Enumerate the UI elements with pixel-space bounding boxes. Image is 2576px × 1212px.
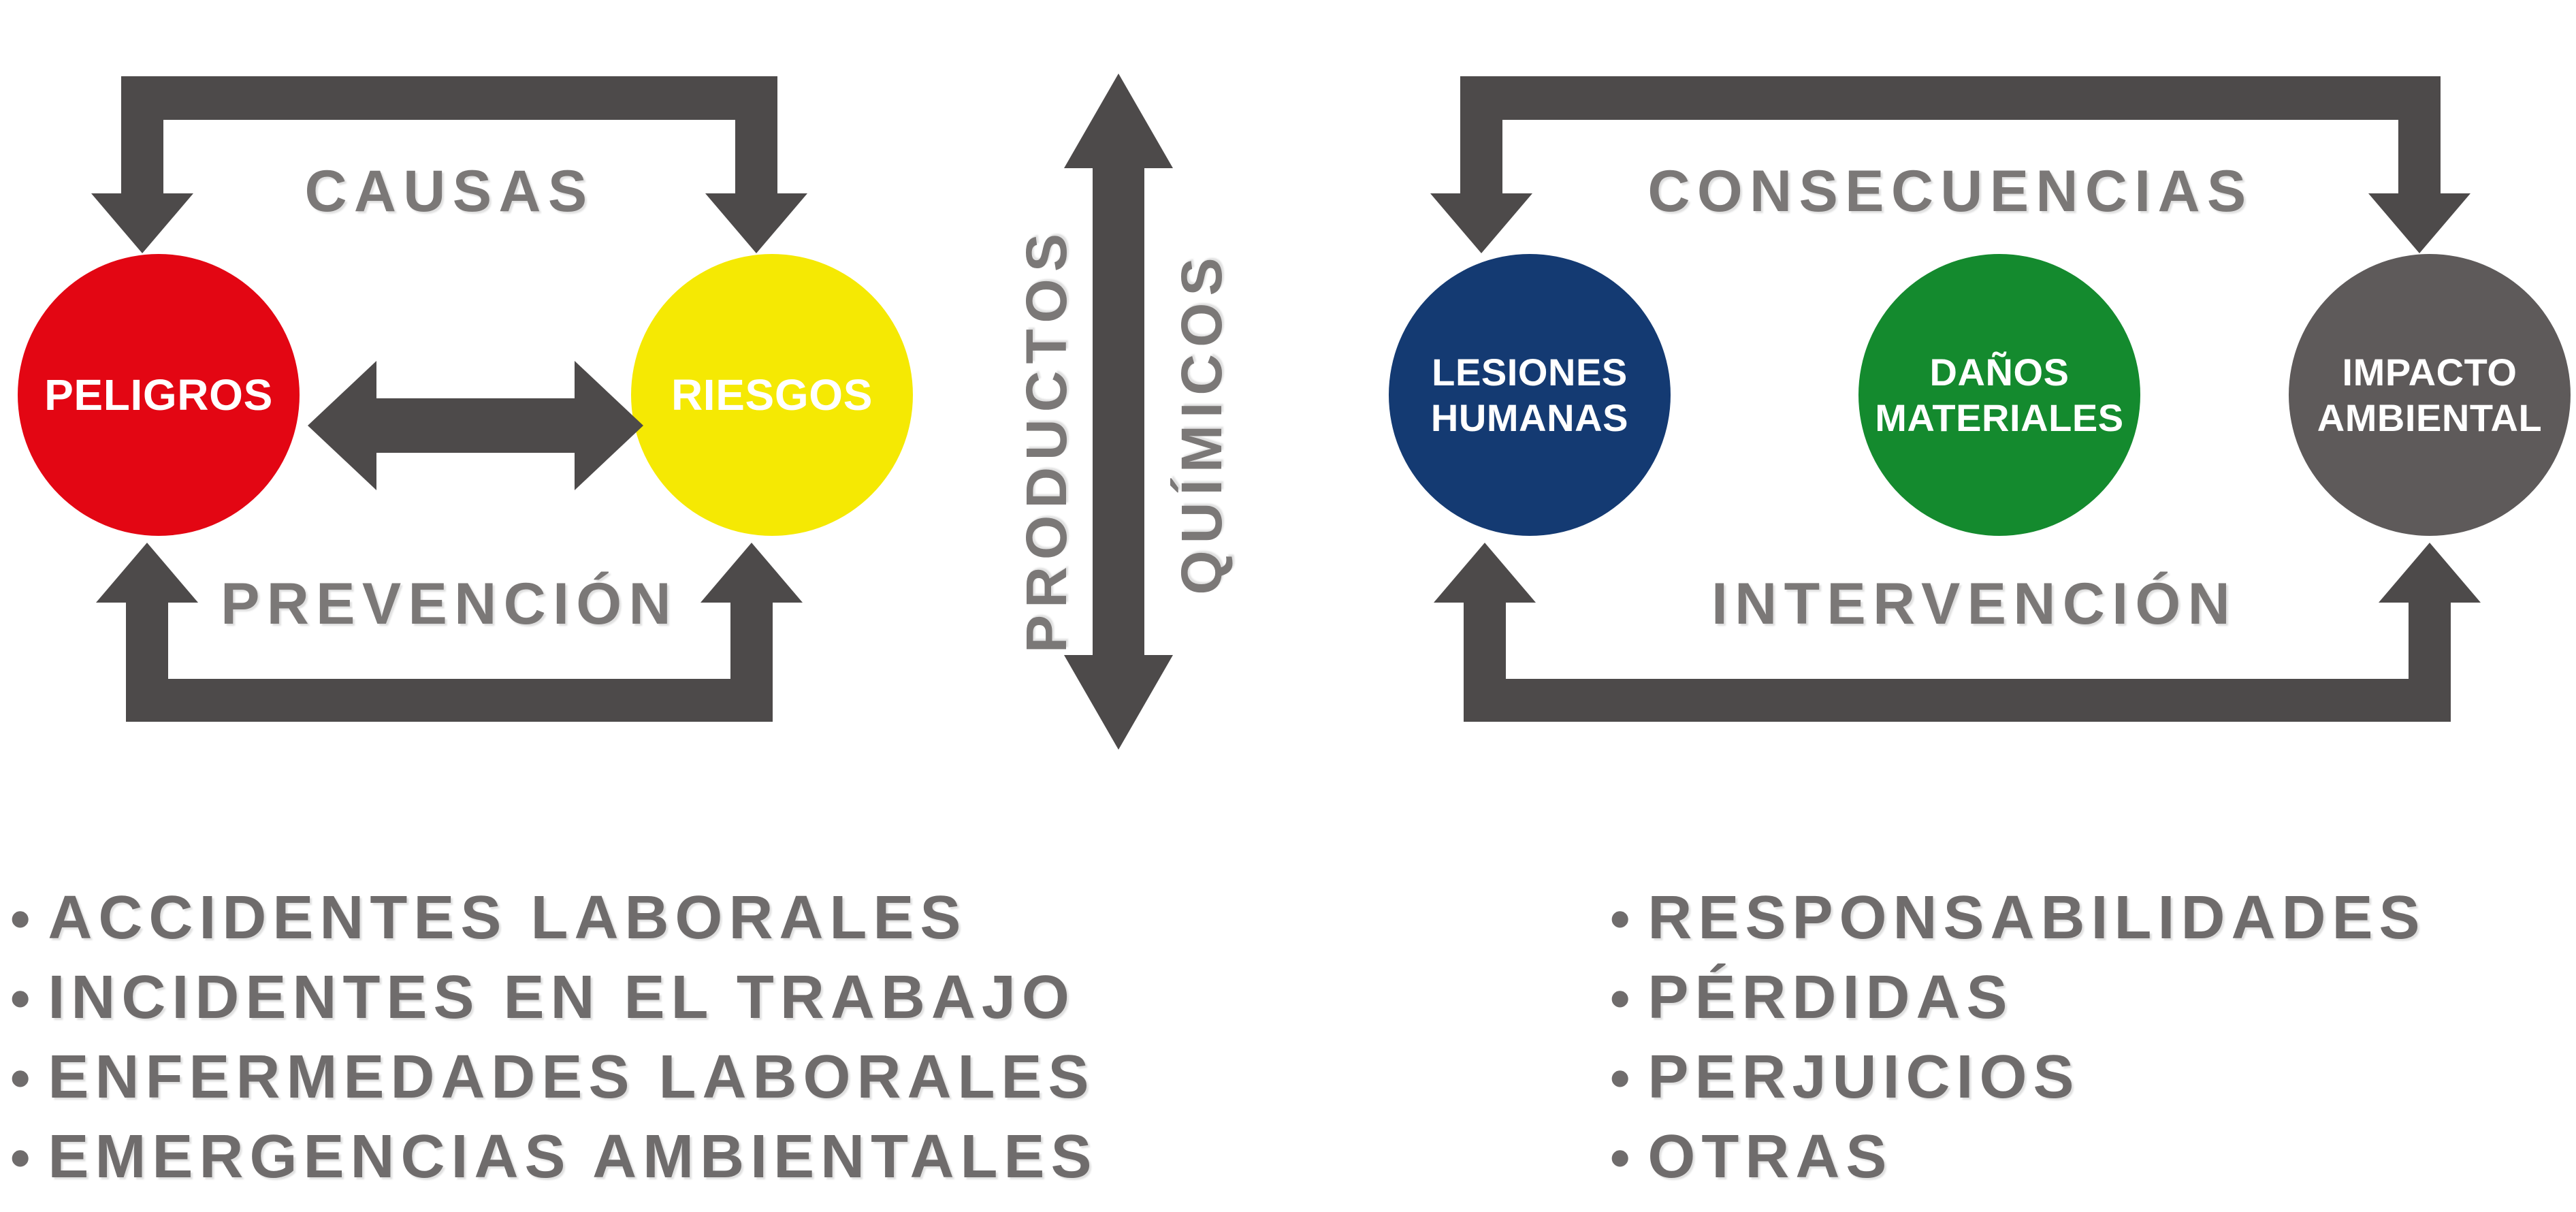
double-arrow-shaft <box>376 398 575 453</box>
list-item: • OTRAS <box>1610 1117 2426 1197</box>
list-item: • EMERGENCIAS AMBIENTALES <box>10 1117 1097 1197</box>
bullet-icon: • <box>10 886 31 951</box>
up-arrowhead-icon <box>2379 543 2481 603</box>
lesiones-humanas-node: LESIONES HUMANAS <box>1389 254 1671 536</box>
list-item: • PÉRDIDAS <box>1610 958 2426 1038</box>
riesgos-node: RIESGOS <box>631 254 913 536</box>
list-item: • ACCIDENTES LABORALES <box>10 878 1097 958</box>
right-arrowhead-icon <box>575 361 643 490</box>
consecuencias-bracket-right-arm <box>2398 76 2441 193</box>
causas-label: CAUSAS <box>304 159 594 224</box>
up-arrowhead-icon <box>1434 543 1536 603</box>
intervencion-bracket-right-arm <box>2409 603 2451 722</box>
quimicos-vertical-label: QUÍMICOS <box>1169 251 1234 595</box>
danos-materiales-node: DAÑOS MATERIALES <box>1858 254 2140 536</box>
up-arrowhead-icon <box>96 543 198 603</box>
intervencion-bracket-bar <box>1464 679 2451 722</box>
up-arrowhead-icon <box>1064 74 1173 168</box>
riesgos-node-label: RIESGOS <box>671 370 873 419</box>
list-item-label: PERJUICIOS <box>1647 1043 2080 1111</box>
causes-bullet-list: • ACCIDENTES LABORALES • INCIDENTES EN E… <box>10 878 1097 1197</box>
list-item-label: EMERGENCIAS AMBIENTALES <box>48 1123 1098 1191</box>
intervencion-bracket-left-arm <box>1464 603 1506 722</box>
bullet-icon: • <box>1610 886 1630 951</box>
bullet-icon: • <box>1610 1125 1630 1190</box>
list-item-label: PÉRDIDAS <box>1647 963 2014 1032</box>
peligros-node-label: PELIGROS <box>44 370 273 419</box>
productos-vertical-label: PRODUCTOS <box>1014 227 1078 653</box>
down-arrowhead-icon <box>705 193 807 253</box>
consecuencias-bracket-bar <box>1460 76 2441 120</box>
danos-node-line1: DAÑOS <box>1929 350 2070 394</box>
consecuencias-bracket-left-arm <box>1460 76 1502 193</box>
consequences-bullet-list: • RESPONSABILIDADES • PÉRDIDAS • PERJUIC… <box>1610 878 2426 1197</box>
prevencion-bracket-right-arm <box>730 603 773 722</box>
prevencion-bracket-left-arm <box>126 603 168 722</box>
list-item-label: RESPONSABILIDADES <box>1647 884 2426 952</box>
peligros-node: PELIGROS <box>18 254 300 536</box>
prevencion-label: PREVENCIÓN <box>221 571 678 637</box>
lesiones-node-line1: LESIONES <box>1432 350 1628 394</box>
down-arrowhead-icon <box>1430 193 1532 253</box>
list-item: • PERJUICIOS <box>1610 1038 2426 1117</box>
bullet-icon: • <box>1610 966 1630 1030</box>
impacto-node-line1: IMPACTO <box>2342 350 2517 394</box>
bullet-icon: • <box>10 1125 31 1190</box>
lesiones-node-line2: HUMANAS <box>1430 396 1629 439</box>
list-item-label: ACCIDENTES LABORALES <box>48 884 967 952</box>
impacto-ambiental-node: IMPACTO AMBIENTAL <box>2289 254 2571 536</box>
vertical-double-arrow-shaft <box>1093 168 1144 655</box>
down-arrowhead-icon <box>1064 655 1173 750</box>
list-item-label: ENFERMEDADES LABORALES <box>48 1043 1095 1111</box>
intervencion-label: INTERVENCIÓN <box>1711 571 2238 637</box>
prevencion-bracket-bar <box>126 679 773 722</box>
list-item: • ENFERMEDADES LABORALES <box>10 1038 1097 1117</box>
bullet-icon: • <box>10 966 31 1030</box>
impacto-node-line2: AMBIENTAL <box>2317 396 2543 439</box>
causas-bracket-right-arm <box>735 76 777 193</box>
down-arrowhead-icon <box>2368 193 2470 253</box>
causas-bracket-bar <box>121 76 777 120</box>
up-arrowhead-icon <box>701 543 803 603</box>
bullet-icon: • <box>1610 1045 1630 1110</box>
danos-node-line2: MATERIALES <box>1875 396 2124 439</box>
list-item: • INCIDENTES EN EL TRABAJO <box>10 958 1097 1038</box>
bullet-icon: • <box>10 1045 31 1110</box>
down-arrowhead-icon <box>91 193 193 253</box>
causas-bracket-left-arm <box>121 76 163 193</box>
list-item-label: INCIDENTES EN EL TRABAJO <box>48 963 1076 1032</box>
left-arrowhead-icon <box>308 361 376 490</box>
list-item-label: OTRAS <box>1647 1123 1893 1191</box>
list-item: • RESPONSABILIDADES <box>1610 878 2426 958</box>
consecuencias-label: CONSECUENCIAS <box>1647 159 2253 224</box>
